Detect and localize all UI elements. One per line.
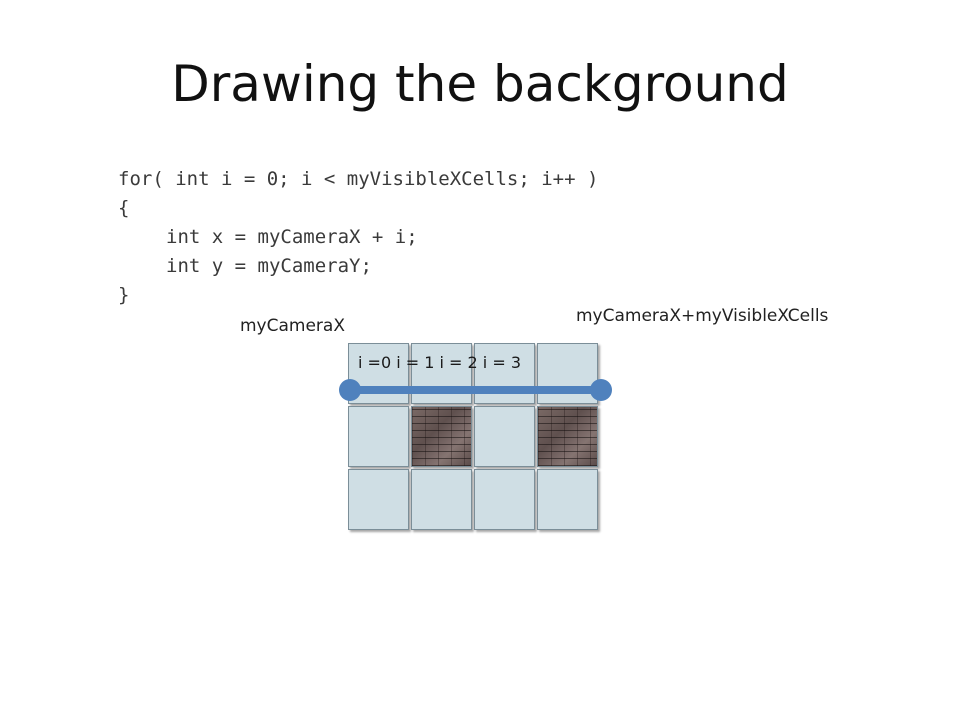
code-line-x: int x = myCameraX + i; bbox=[166, 226, 418, 248]
code-line-open-brace: { bbox=[118, 197, 130, 219]
empty-tile-cell bbox=[537, 469, 598, 530]
code-line-close-brace: } bbox=[118, 284, 130, 306]
code-line-y: int y = myCameraY; bbox=[166, 255, 372, 277]
empty-tile-cell bbox=[411, 469, 472, 530]
empty-tile-cell bbox=[348, 406, 409, 467]
slide-title: Drawing the background bbox=[171, 55, 789, 113]
index-label-3: i = 3 bbox=[482, 353, 521, 372]
empty-tile-cell bbox=[474, 406, 535, 467]
brick-tile-cell bbox=[537, 406, 598, 467]
camera-end-label: myCameraX+myVisibleXCells bbox=[576, 306, 829, 326]
camera-start-label: myCameraX bbox=[240, 316, 345, 336]
index-label-2: i = 2 bbox=[439, 353, 483, 372]
empty-tile-cell bbox=[474, 469, 535, 530]
range-start-dot bbox=[339, 379, 361, 401]
range-end-dot bbox=[590, 379, 612, 401]
empty-tile-cell bbox=[348, 469, 409, 530]
code-line-for: for( int i = 0; i < myVisibleXCells; i++… bbox=[118, 168, 599, 190]
index-label-1: i = 1 bbox=[396, 353, 440, 372]
code-block: for( int i = 0; i < myVisibleXCells; i++… bbox=[118, 165, 598, 310]
index-labels: i =0 i = 1 i = 2 i = 3 bbox=[358, 353, 521, 372]
brick-tile-cell bbox=[411, 406, 472, 467]
index-label-0: i =0 bbox=[358, 353, 397, 372]
